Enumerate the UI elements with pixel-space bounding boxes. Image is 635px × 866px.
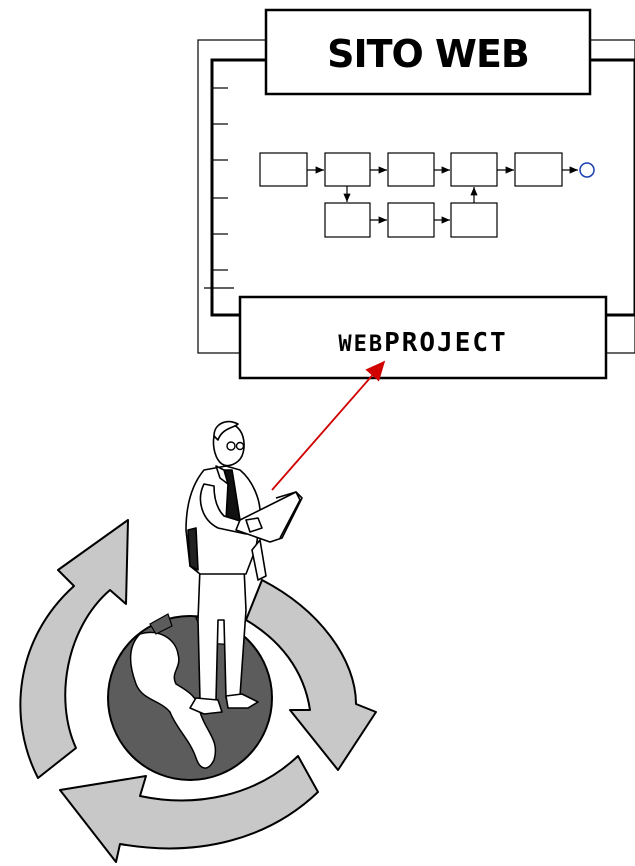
flow-box	[450, 152, 498, 187]
cycle-arrows	[19, 519, 377, 863]
site-title: SITO WEB	[327, 32, 529, 76]
right-shoe	[225, 693, 259, 709]
flow-box	[387, 152, 435, 187]
cycle-arrow-left	[19, 519, 129, 779]
logo-prefix: WEB	[338, 332, 384, 357]
leg-highlight	[251, 539, 267, 581]
flowchart	[259, 152, 563, 238]
businessman-figure	[185, 420, 303, 715]
jacket-shadow	[187, 527, 199, 571]
red-pointer-arrow	[271, 360, 386, 491]
flow-box	[259, 152, 308, 187]
continent-americas	[129, 631, 217, 769]
small-landmass	[149, 613, 173, 635]
webproject-logo-box: WEBPROJECT	[238, 295, 608, 380]
flow-box	[324, 202, 371, 238]
glasses-icon	[226, 441, 245, 451]
left-shoe	[189, 697, 223, 715]
webproject-logo: WEBPROJECT	[338, 328, 507, 358]
site-title-box: SITO WEB	[264, 8, 592, 96]
laptop-screen-edge	[275, 491, 301, 539]
flow-box	[514, 152, 563, 187]
flow-box	[324, 152, 371, 187]
flow-end-node	[579, 162, 595, 178]
flow-box	[387, 202, 435, 238]
shirt-collar	[215, 465, 229, 485]
main-thick-frame	[210, 58, 635, 317]
flow-connectors	[307, 166, 578, 224]
hair	[213, 420, 239, 441]
logo-suffix: PROJECT	[384, 328, 508, 358]
flow-box	[450, 202, 498, 238]
cycle-arrow-bottom	[59, 755, 319, 863]
frame-tick-marks	[204, 87, 234, 289]
cycle-arrow-right	[245, 579, 377, 771]
trousers	[197, 567, 247, 701]
hand	[245, 517, 263, 533]
